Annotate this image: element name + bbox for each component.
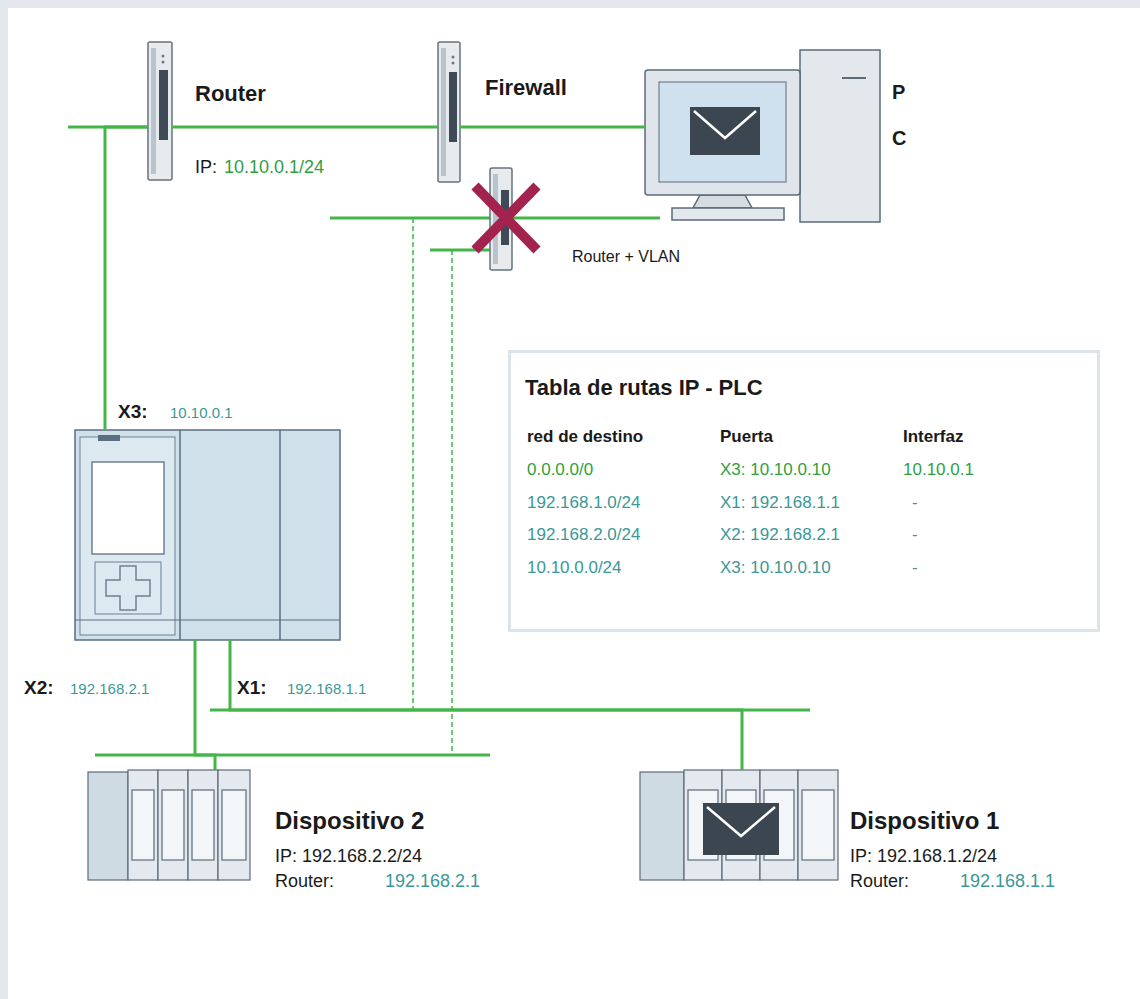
node-text: 192.168.1.1 [287,681,366,698]
node-text: X2: [24,678,54,699]
device-icon [640,770,838,880]
table-header: red de destino [527,428,643,447]
node-text: 192.168.1.1 [960,872,1055,892]
device-icon [88,770,250,880]
node-title: Router [195,82,266,106]
table-cell: 192.168.1.0/24 [527,494,640,513]
node-text: X1: [237,678,267,699]
table-cell: 10.10.0.0/24 [527,559,622,578]
table-cell: - [912,494,918,513]
table-cell: X3: 10.10.0.10 [720,559,831,578]
cross-mark [475,186,537,250]
firewall-icon [438,42,460,182]
node-title: X3: [118,402,148,423]
router-vlan-node: Router + VLAN [490,168,512,270]
node-text: 10.10.0.1/24 [224,158,324,178]
node-text: 192.168.2.1 [385,872,480,892]
network-link [230,640,742,770]
node-text: Router: [850,872,909,892]
table-cell: - [912,526,918,545]
node-text: IP: 192.168.2.2/24 [275,847,422,867]
node-title: Dispositivo 1 [850,808,999,834]
node-text: 10.10.0.1 [170,405,233,422]
node-title: P C [892,69,910,161]
frame-bar [0,0,1140,8]
node-text: Router: [275,872,334,892]
pc-icon [645,50,880,222]
table-cell: 0.0.0.0/0 [527,461,593,480]
route-table-box: Tabla de rutas IP - PLC [508,350,1100,632]
table-cell: 10.10.0.1 [903,461,974,480]
table-header: Puerta [720,428,773,447]
node-text: IP: 192.168.1.2/24 [850,847,997,867]
frame-bar [0,0,8,999]
table-header: Interfaz [903,428,963,447]
device-node: Dispositivo 1IP: 192.168.1.2/24Router:19… [640,770,838,880]
firewall-node: Firewall [438,42,460,182]
network-link [172,126,438,129]
node-title: Firewall [485,76,567,100]
table-cell: X3: 10.10.0.10 [720,461,831,480]
node-title: Tabla de rutas IP - PLC [525,376,763,400]
table-cell: 192.168.2.0/24 [527,526,640,545]
pc-node: P C [645,50,880,222]
plc-node: X3:10.10.0.1X2:192.168.2.1X1:192.168.1.1 [75,430,340,640]
node-title: Router + VLAN [572,248,680,266]
node-text: 192.168.2.1 [70,681,149,698]
device-node: Dispositivo 2IP: 192.168.2.2/24Router:19… [88,770,250,880]
router-node: RouterIP:10.10.0.1/24 [148,42,172,180]
table-cell: X2: 192.168.2.1 [720,526,840,545]
network-link [195,640,215,770]
dashed-link [413,218,452,755]
node-title: Dispositivo 2 [275,808,424,834]
plc-icon [75,430,340,640]
table-cell: X1: 192.168.1.1 [720,494,840,513]
table-cell: - [912,559,918,578]
node-text: IP: [195,158,217,178]
network-link [105,127,148,430]
network-link [460,126,645,129]
router-icon [148,42,172,180]
